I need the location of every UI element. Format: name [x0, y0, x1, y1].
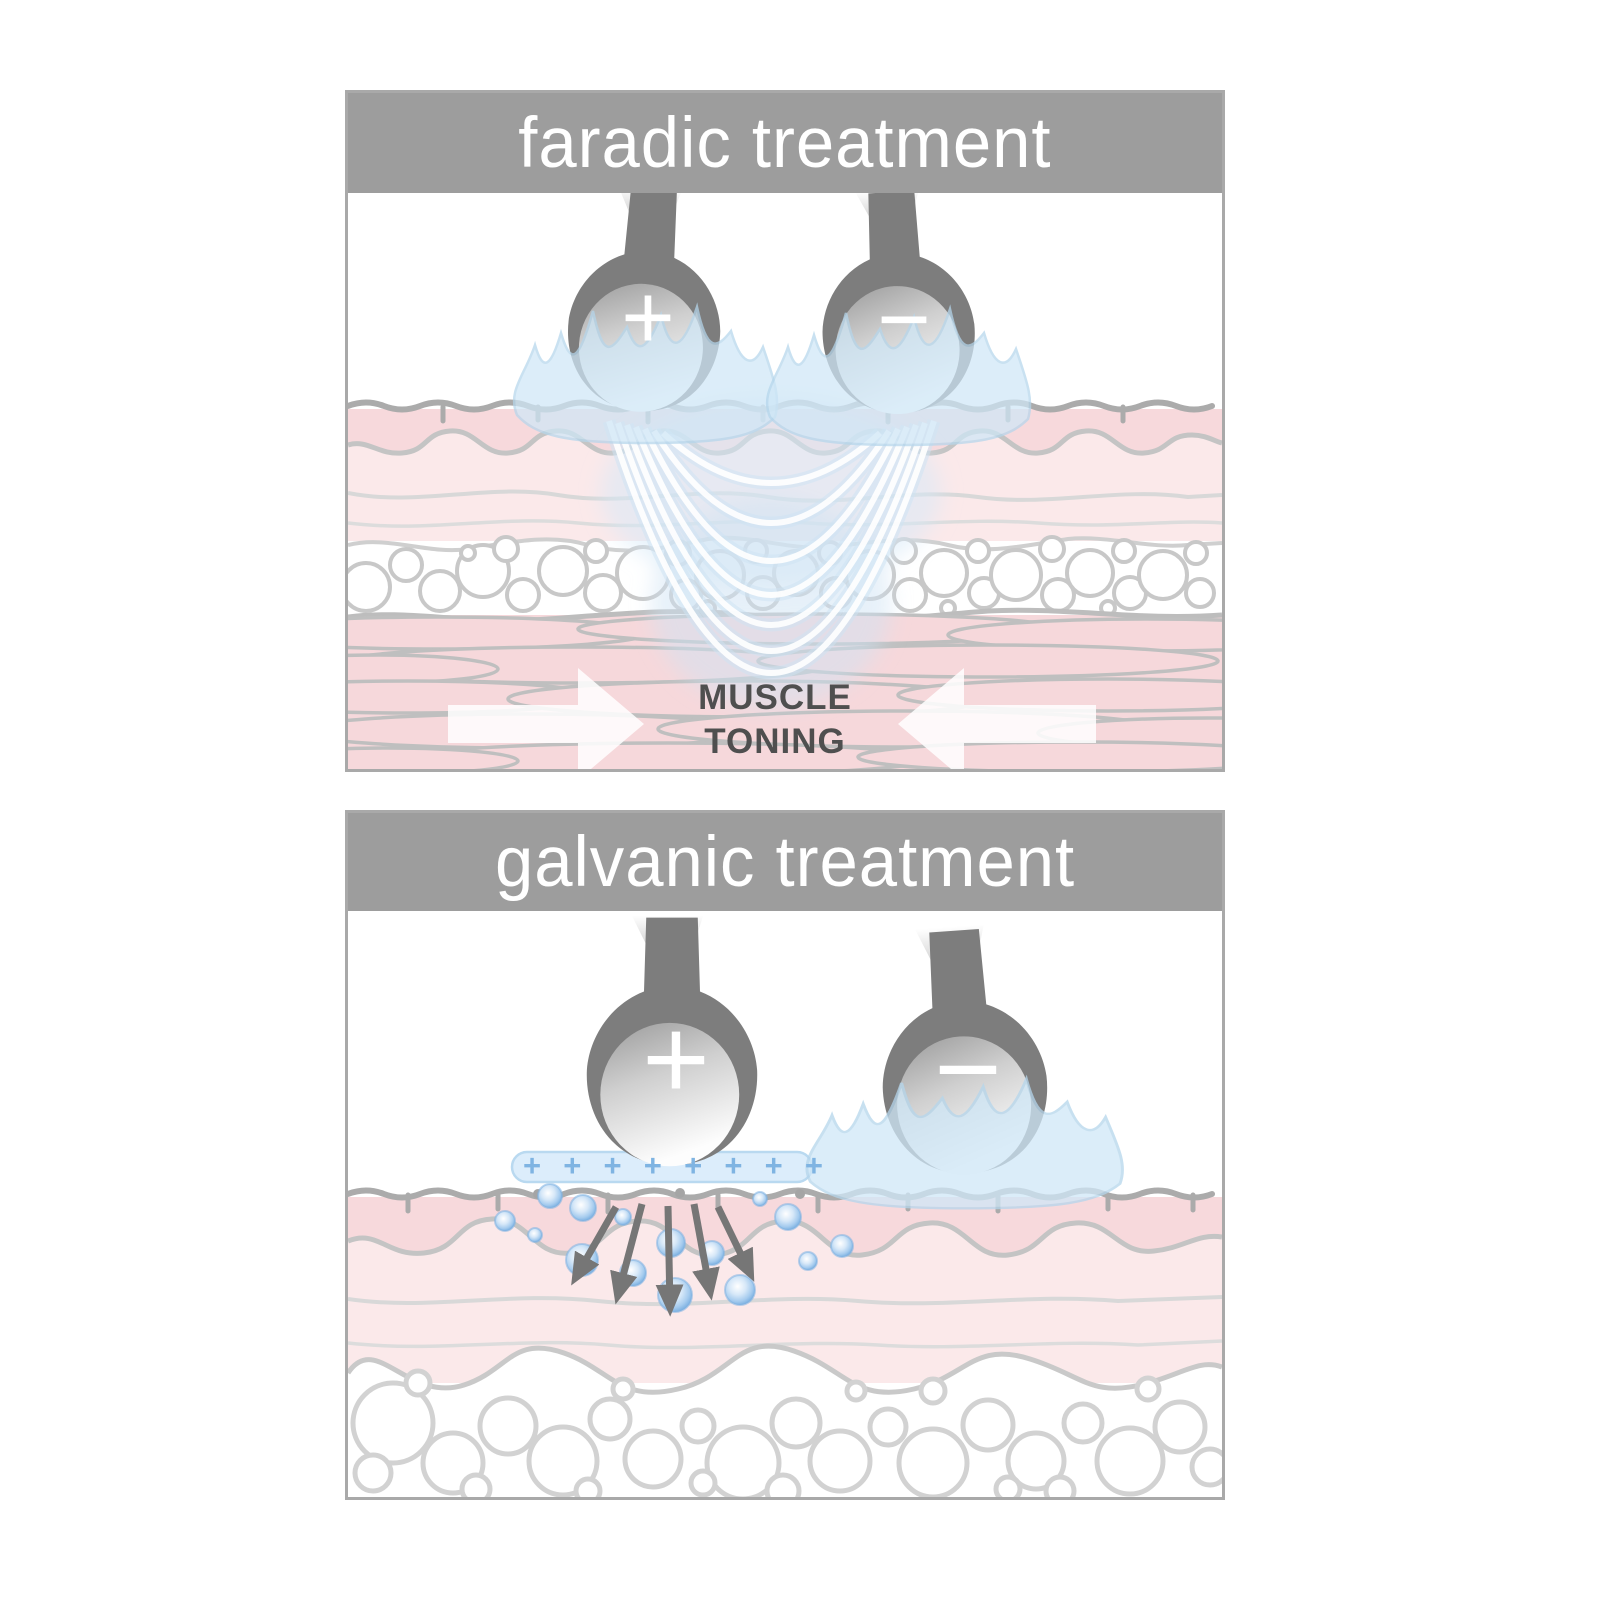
galvanic-title: galvanic treatment: [494, 822, 1076, 902]
minus-symbol: −: [934, 1003, 1002, 1134]
plus-symbol: +: [642, 993, 710, 1124]
gel-charge: +: [523, 1147, 542, 1183]
faradic-illustration: [348, 193, 1222, 769]
minus-symbol: −: [877, 268, 931, 371]
galvanic-illustration: [348, 915, 1222, 1497]
muscle-contraction-arrows: [448, 668, 1096, 769]
gel-charge: +: [603, 1147, 622, 1183]
faradic-body: [348, 193, 1222, 769]
gel-charge: +: [563, 1147, 582, 1183]
muscle-toning-line2: TONING: [704, 722, 846, 761]
right-arrow: [898, 668, 1096, 769]
gel-splash-right: [765, 304, 1032, 447]
gel-charge: +: [804, 1147, 823, 1183]
dermis-line-2: [348, 1339, 1222, 1350]
muscle-toning-line1: MUSCLE: [698, 678, 852, 717]
gel-charge: +: [643, 1147, 662, 1183]
gel-charge: +: [764, 1147, 783, 1183]
galvanic-header: galvanic treatment: [348, 813, 1222, 911]
iontophoresis-arrows: [571, 1203, 755, 1317]
skin-layers: [348, 1187, 1222, 1497]
left-arrow: [448, 668, 644, 769]
gel-splash-left: [512, 302, 779, 445]
gel-pad-charges: + + + + + + + +: [515, 1149, 831, 1181]
faradic-title: faradic treatment: [518, 103, 1052, 183]
positive-electrode: [586, 915, 758, 1167]
faradic-header: faradic treatment: [348, 93, 1222, 193]
gel-splash-right: [805, 1074, 1124, 1210]
muscle-toning-label: MUSCLE TONING: [625, 676, 925, 764]
epidermis-layer: [348, 1197, 1222, 1256]
gel-charge: +: [684, 1147, 703, 1183]
plus-symbol: +: [621, 266, 675, 369]
faradic-panel: faradic treatment: [345, 90, 1225, 772]
galvanic-body: [348, 911, 1222, 1497]
current-field-arcs: [602, 418, 941, 680]
fat-layer: [348, 1343, 1222, 1497]
galvanic-panel: galvanic treatment: [345, 810, 1225, 1500]
gel-charge: +: [724, 1147, 743, 1183]
